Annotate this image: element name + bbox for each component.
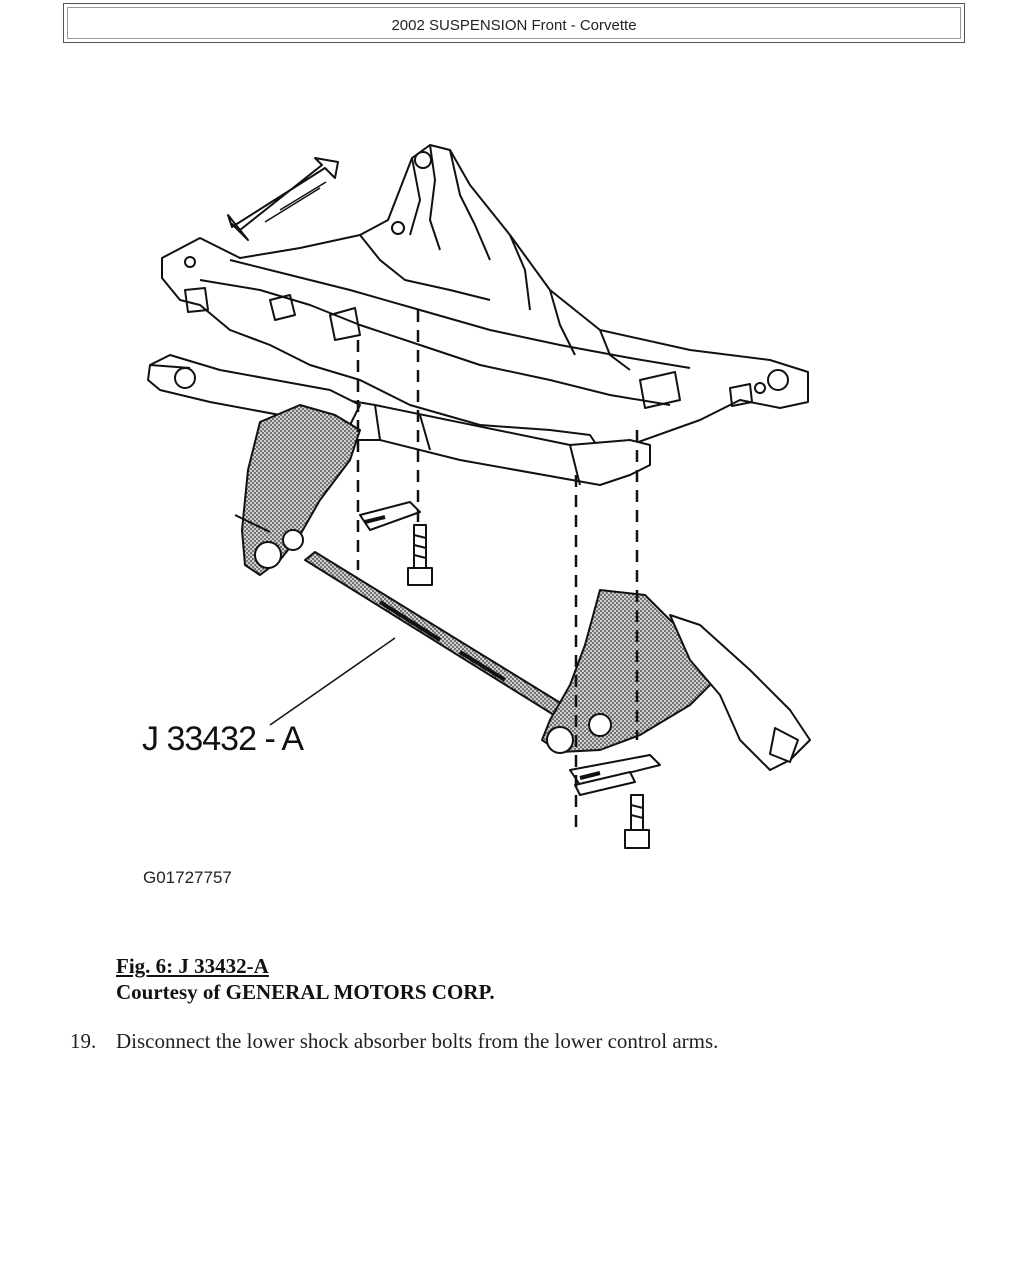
figure-image-id: G01727757 [143,868,232,887]
step-text: Disconnect the lower shock absorber bolt… [116,1029,719,1053]
figure-caption-credit: Courtesy of GENERAL MOTORS CORP. [116,980,495,1004]
bolt-right [624,794,650,849]
suspension-crossmember-illustration [130,140,830,900]
figure-caption: Fig. 6: J 33432-A Courtesy of GENERAL MO… [116,953,495,1005]
tool-callout-label: J 33432 - A [142,720,304,758]
page-header-title: 2002 SUSPENSION Front - Corvette [391,17,637,34]
procedure-step: 19. Disconnect the lower shock absorber b… [70,1028,718,1054]
bolt-left [407,524,433,586]
page-header: 2002 SUSPENSION Front - Corvette [63,3,965,43]
front-direction-arrow [227,157,339,241]
step-number: 19. [70,1029,97,1053]
figure-caption-title: Fig. 6: J 33432-A [116,954,269,978]
